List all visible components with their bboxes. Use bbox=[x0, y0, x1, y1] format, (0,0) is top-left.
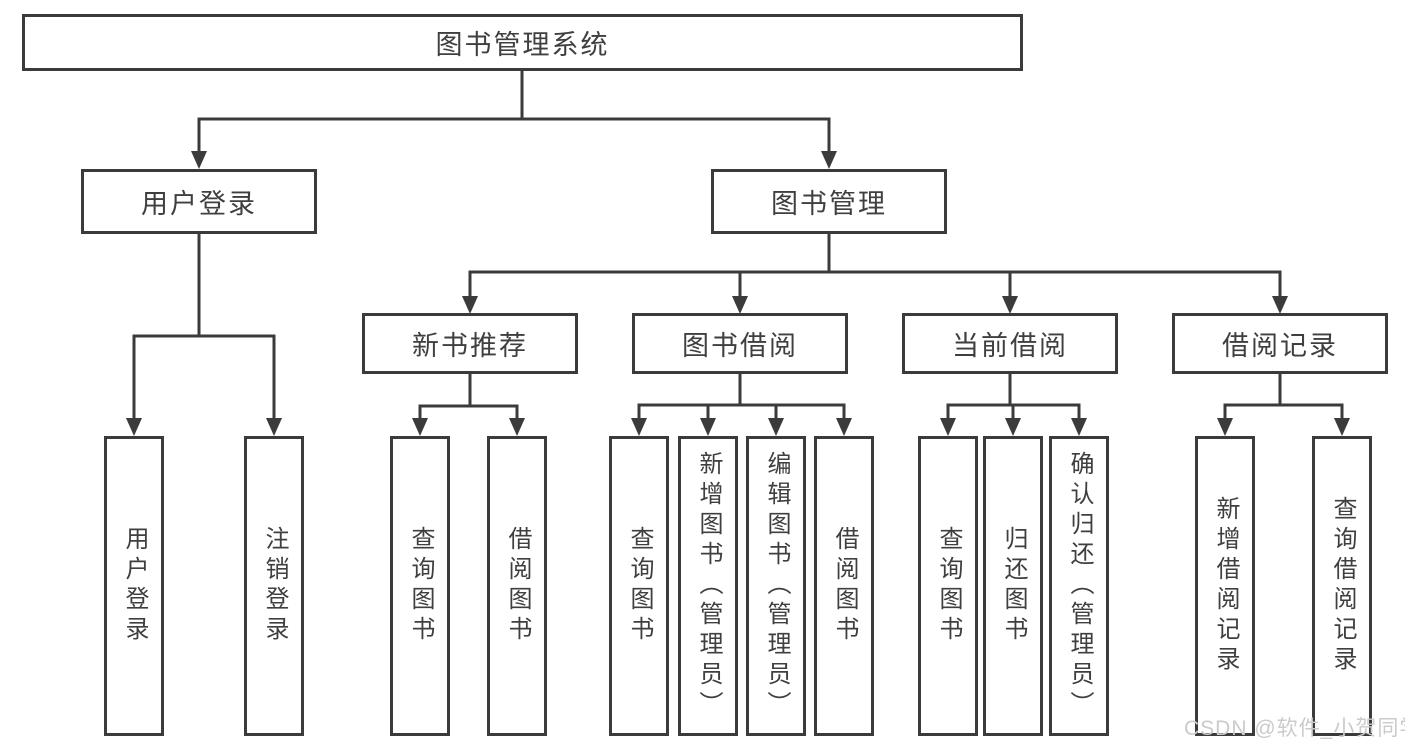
leaf-user-login: 用户登录 bbox=[104, 436, 164, 736]
leaf-return-books: 归还图书 bbox=[983, 436, 1043, 736]
connector-segments bbox=[132, 70, 1344, 419]
node-user-login: 用户登录 bbox=[81, 169, 317, 234]
leaf-borrow-books-recommend: 借阅图书 bbox=[487, 436, 547, 736]
leaf-query-books-borrow: 查询图书 bbox=[609, 436, 669, 736]
node-borrow-records: 借阅记录 bbox=[1172, 313, 1388, 374]
leaf-confirm-return-admin: 确认归还（管理员） bbox=[1049, 436, 1109, 736]
node-library-management-system: 图书管理系统 bbox=[22, 14, 1023, 71]
node-new-book-recommend: 新书推荐 bbox=[362, 313, 578, 374]
node-book-borrow: 图书借阅 bbox=[632, 313, 848, 374]
node-book-management: 图书管理 bbox=[711, 169, 947, 234]
leaf-add-borrow-record: 新增借阅记录 bbox=[1195, 436, 1255, 736]
leaf-query-books-recommend: 查询图书 bbox=[390, 436, 450, 736]
leaf-add-book-admin: 新增图书（管理员） bbox=[678, 436, 738, 736]
leaf-query-borrow-record: 查询借阅记录 bbox=[1312, 436, 1372, 736]
leaf-logout: 注销登录 bbox=[244, 436, 304, 736]
arrowheads bbox=[126, 151, 1350, 436]
node-current-borrow: 当前借阅 bbox=[902, 313, 1118, 374]
leaf-borrow-books: 借阅图书 bbox=[814, 436, 874, 736]
csdn-watermark: CSDN @软件_小贺同学 bbox=[1184, 717, 1405, 740]
leaf-query-books-current: 查询图书 bbox=[918, 436, 978, 736]
leaf-edit-book-admin: 编辑图书（管理员） bbox=[746, 436, 806, 736]
